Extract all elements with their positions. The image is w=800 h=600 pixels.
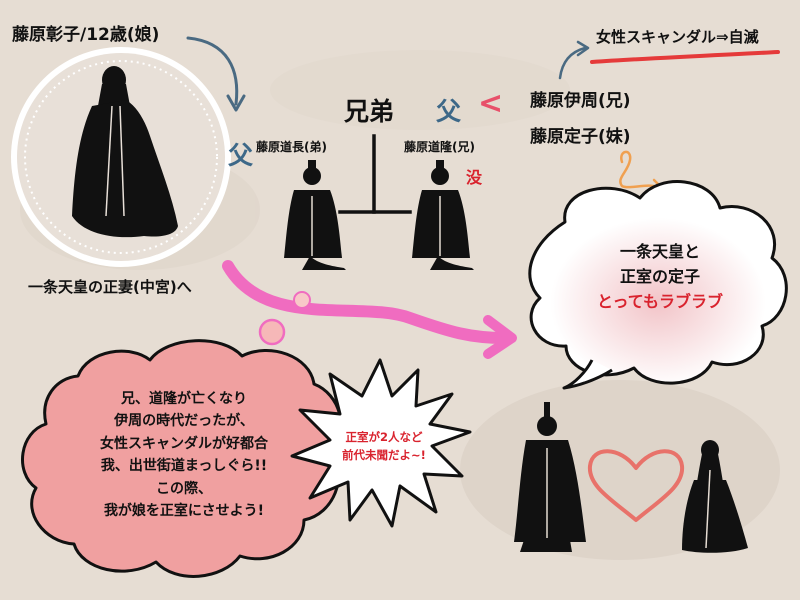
- cloud-left-line-6: 我が娘を正室にさせよう!: [103, 502, 265, 519]
- label-korechika: 藤原伊周(兄): [530, 91, 631, 111]
- cloud-right-line-3: とってもラブラブ: [597, 291, 723, 311]
- heart-outline-icon: [587, 449, 685, 522]
- label-shoshi: 藤原彰子/12歳(娘): [12, 25, 160, 45]
- cloud-left-line-5: この際、: [156, 480, 212, 497]
- burst-line-1: 正室が2人など: [345, 430, 423, 444]
- cloud-left: [21, 339, 343, 578]
- orange-squiggle-arrow: [619, 150, 662, 190]
- cloud-right: [528, 180, 788, 390]
- blue-small-arrow: [558, 46, 587, 80]
- starburst: [290, 358, 472, 528]
- label-father-right: 父: [436, 97, 462, 126]
- cloud-left-text: 兄、道隆が亡くなり 伊周の時代だったが、 女性スキャンダルが好都合 我、出世街道…: [44, 388, 324, 522]
- label-deceased: 没: [466, 168, 483, 187]
- burst-line-2: 前代未聞だよ~!: [342, 448, 426, 463]
- cloud-right-text: 一条天皇と 正室の定子 とってもラブラブ: [560, 240, 760, 314]
- red-underline: [590, 50, 780, 64]
- less-than-sign: <: [478, 86, 504, 121]
- empress-silhouette-icon: [682, 440, 748, 553]
- pink-curved-arrow: [222, 260, 511, 344]
- cloud-left-line-3: 女性スキャンダルが好都合: [100, 435, 268, 452]
- label-michinaga: 藤原道長(弟): [256, 140, 327, 154]
- label-empress-caption: 一条天皇の正妻(中宮)へ: [28, 278, 192, 296]
- label-brothers: 兄弟: [344, 97, 395, 126]
- cloud-left-line-2: 伊周の時代だったが、: [114, 413, 254, 430]
- family-tree-lines: [338, 134, 412, 214]
- cloud-right-line-2: 正室の定子: [619, 266, 700, 286]
- cloud-left-line-1: 兄、道隆が亡くなり: [121, 391, 247, 407]
- label-father-left: 父: [228, 141, 254, 170]
- emperor-silhouette-icon: [514, 402, 586, 552]
- cloud-left-line-4: 我、出世街道まっしぐら!!: [100, 458, 268, 475]
- blue-curved-arrow: [186, 36, 239, 106]
- michitaka-silhouette-icon: [412, 160, 474, 270]
- pink-dot-small: [293, 291, 311, 309]
- burst-text: 正室が2人など 前代未聞だよ~!: [316, 428, 452, 465]
- michinaga-silhouette-icon: [284, 160, 346, 270]
- label-scandal: 女性スキャンダル⇒自滅: [596, 28, 759, 46]
- label-teishi: 藤原定子(妹): [530, 127, 631, 147]
- noble-woman-silhouette-icon: [72, 66, 178, 238]
- label-michitaka: 藤原道隆(兄): [404, 140, 475, 154]
- pink-dot-large: [258, 318, 286, 346]
- cloud-right-line-1: 一条天皇と: [619, 242, 700, 261]
